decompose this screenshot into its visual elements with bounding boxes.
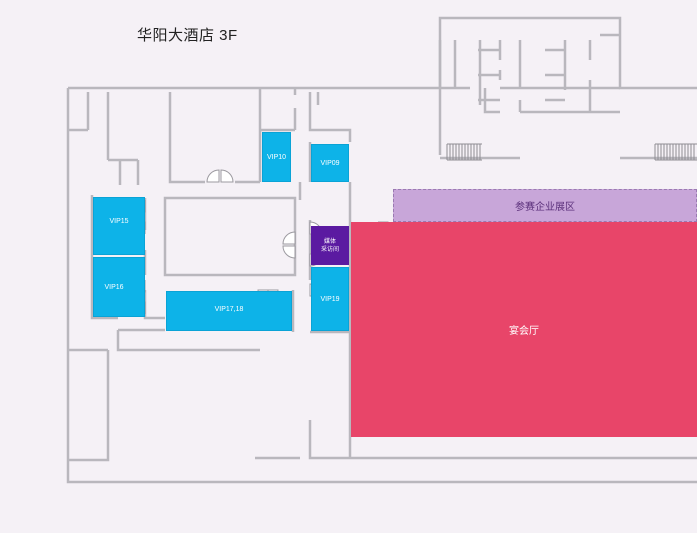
room-vip10-label: VIP10 [266, 153, 287, 161]
room-vip17-18-label: VIP17,18 [214, 306, 244, 313]
room-vip09[interactable]: VIP09 [311, 144, 349, 182]
room-vip16-label: VIP16 [104, 283, 124, 291]
room-vip19-label: VIP19 [320, 295, 340, 303]
expo-area[interactable]: 参赛企业展区 [393, 189, 697, 222]
room-vip19[interactable]: VIP19 [311, 267, 349, 331]
media-room-label-line2: 采访间 [320, 246, 339, 253]
banquet-hall-label: 宴会厅 [509, 326, 539, 337]
room-media-interview[interactable]: 媒体 采访间 [311, 226, 349, 265]
room-vip09-label: VIP09 [320, 159, 340, 167]
media-room-label-line1: 媒体 [323, 238, 336, 245]
room-vip17-18[interactable]: VIP17,18 [166, 291, 292, 331]
expo-area-label: 参赛企业展区 [515, 202, 575, 213]
map-title: 华阳大酒店 3F [137, 27, 238, 44]
room-vip10[interactable]: VIP10 [262, 132, 291, 182]
banquet-hall[interactable]: 宴会厅 [351, 222, 697, 437]
room-vip15[interactable]: VIP15 [93, 197, 145, 255]
room-vip16[interactable]: VIP16 [93, 257, 145, 317]
room-vip15-label: VIP15 [109, 217, 129, 225]
